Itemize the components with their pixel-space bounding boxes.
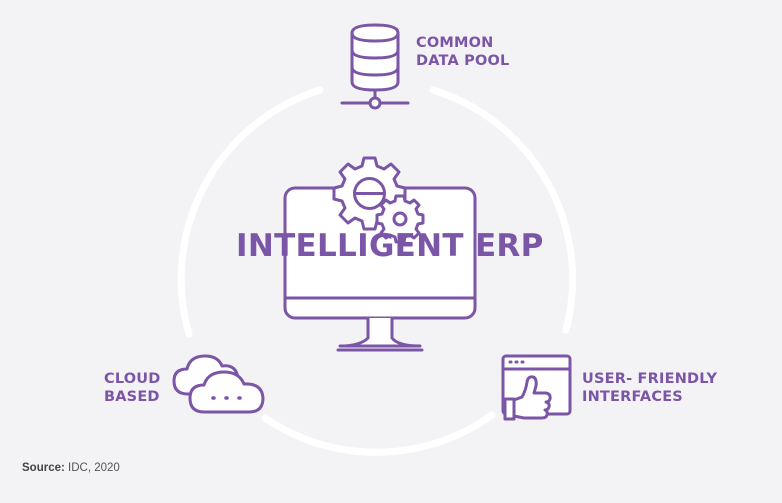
center-title: INTELLIGENT ERP	[236, 228, 544, 264]
node-label-interfaces: USER- FRIENDLY INTERFACES	[582, 371, 718, 405]
cloud-icon	[172, 354, 265, 414]
node-label-cloud: CLOUD BASED	[104, 371, 161, 405]
cycle-ring	[177, 86, 577, 456]
source-caption: Source: IDC, 2020	[22, 462, 120, 474]
ring-arc-left	[177, 86, 324, 338]
gear-icon	[332, 156, 425, 244]
source-prefix: Source:	[22, 462, 65, 474]
ring-arc-top-right	[429, 86, 577, 334]
thumbs-up-window-icon	[501, 354, 572, 421]
node-label-data-pool: COMMON DATA POOL	[416, 35, 510, 69]
ring-arc-bottom	[261, 411, 496, 456]
source-text: IDC, 2020	[68, 462, 120, 474]
database-icon	[340, 23, 410, 110]
